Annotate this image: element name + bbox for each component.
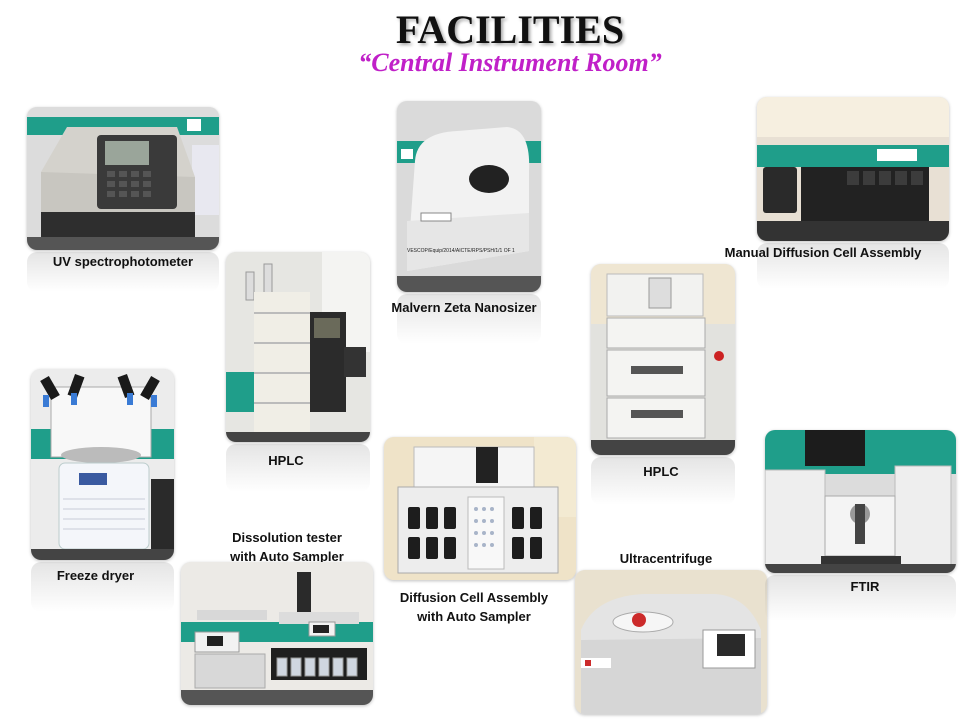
- diffusion-cell-autosampler-illustration: [384, 437, 576, 580]
- caption-hplc-right: HPLC: [643, 464, 679, 479]
- hplc-left-illustration: [226, 252, 370, 442]
- manual-diffusion-cell-illustration: [757, 97, 949, 241]
- diffusion-cell-autosampler-photo: [384, 437, 576, 580]
- caption-diffusion-cell-autosampler-line2: with Auto Sampler: [417, 609, 531, 624]
- uv-spectrophotometer-illustration: [27, 107, 219, 250]
- caption-dissolution-tester-line1: Dissolution tester: [232, 530, 342, 545]
- malvern-zeta-nanosizer-photo: VESCOP/Equip/2014/AICTE/RPS/PSH/1/1 OF 1: [397, 101, 541, 292]
- ultracentrifuge-photo: [575, 570, 767, 714]
- caption-freeze-dryer: Freeze dryer: [56, 568, 135, 583]
- malvern-zeta-nanosizer-illustration: VESCOP/Equip/2014/AICTE/RPS/PSH/1/1 OF 1: [397, 101, 541, 292]
- page-title: FACILITIES: [395, 7, 625, 52]
- caption-ftir: FTIR: [850, 579, 880, 594]
- dissolution-tester-illustration: [181, 562, 373, 705]
- dissolution-tester-photo: [181, 562, 373, 705]
- uv-spectrophotometer-photo: [27, 107, 219, 250]
- caption-manual-diffusion-cell: Manual Diffusion Cell Assembly: [724, 245, 922, 260]
- caption-ultracentrifuge: Ultracentrifuge: [619, 551, 713, 566]
- ftir-illustration: [765, 430, 956, 573]
- ftir-photo: [765, 430, 956, 573]
- hplc-right-illustration: [591, 264, 735, 455]
- caption-diffusion-cell-autosampler-line1: Diffusion Cell Assembly: [399, 590, 549, 605]
- freeze-dryer-photo: [31, 369, 174, 560]
- malvern-equipment-sticker: VESCOP/Equip/2014/AICTE/RPS/PSH/1/1 OF 1: [407, 248, 515, 254]
- manual-diffusion-cell-photo: [757, 97, 949, 241]
- caption-hplc-left: HPLC: [268, 453, 304, 468]
- caption-uv-spectrophotometer: UV spectrophotometer: [52, 254, 194, 269]
- hplc-right-photo: [591, 264, 735, 455]
- page-subtitle: “Central Instrument Room”: [358, 48, 662, 77]
- freeze-dryer-illustration: [31, 369, 174, 560]
- hplc-left-photo: [226, 252, 370, 442]
- caption-dissolution-tester-line2: with Auto Sampler: [230, 549, 344, 564]
- caption-malvern-zeta-nanosizer: Malvern Zeta Nanosizer: [391, 300, 537, 315]
- ultracentrifuge-illustration: [575, 570, 767, 714]
